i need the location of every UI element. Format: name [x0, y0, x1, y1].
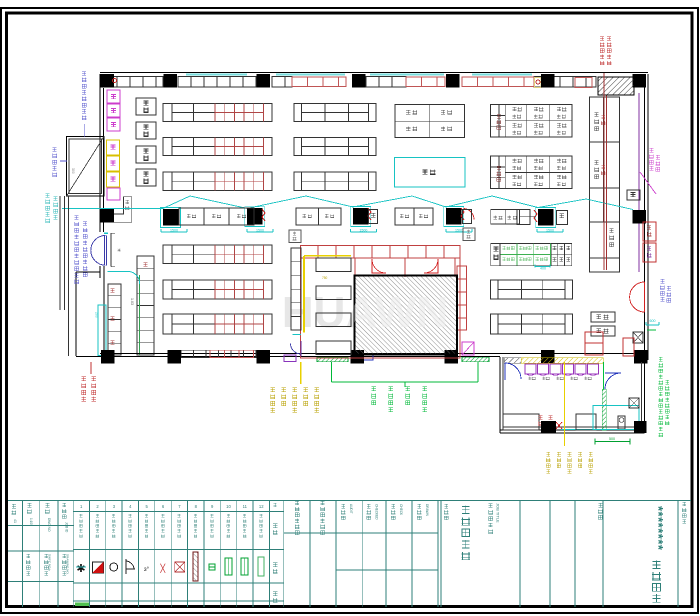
- svg-text:1500: 1500: [546, 228, 554, 232]
- svg-text:8: 8: [195, 504, 198, 509]
- svg-text:JOB ID: JOB ID: [65, 522, 69, 533]
- svg-text:JOB TITLE: JOB TITLE: [496, 503, 501, 523]
- svg-text:1: 1: [80, 504, 83, 509]
- svg-text:DRAWING NO.: DRAWING NO.: [66, 554, 70, 575]
- svg-text:HUAWN: HUAWN: [282, 288, 448, 337]
- svg-text:********: ********: [651, 506, 666, 551]
- svg-text:9: 9: [211, 504, 214, 509]
- svg-text:600: 600: [650, 319, 656, 323]
- svg-text:DWFC NO.b: DWFC NO.b: [48, 554, 52, 571]
- svg-text:1:100: 1:100: [29, 518, 33, 526]
- svg-text:CHECKED: CHECKED: [375, 504, 379, 520]
- svg-text:6: 6: [162, 504, 165, 509]
- svg-text:ɜ°: ɜ°: [144, 567, 150, 573]
- svg-text:DWG NO: DWG NO: [47, 518, 51, 532]
- svg-text:200: 200: [95, 312, 99, 318]
- svg-text:✳: ✳: [117, 248, 121, 254]
- svg-text:CHECK: CHECK: [399, 504, 403, 516]
- svg-text:5: 5: [145, 504, 148, 509]
- svg-text:4: 4: [129, 504, 132, 509]
- svg-text:✱: ✱: [76, 563, 85, 575]
- svg-text:41: 41: [13, 519, 17, 523]
- svg-text:400: 400: [540, 267, 546, 271]
- svg-text:1500: 1500: [170, 228, 178, 232]
- svg-text:11: 11: [243, 504, 248, 509]
- svg-text:1.03: 1.03: [130, 298, 134, 305]
- svg-text:750: 750: [322, 276, 328, 280]
- svg-text:3: 3: [113, 504, 116, 509]
- svg-text:1500: 1500: [455, 228, 463, 232]
- svg-text:╳: ╳: [159, 563, 166, 573]
- svg-text:DRAWN: DRAWN: [425, 504, 429, 517]
- svg-text:1500: 1500: [256, 228, 264, 232]
- svg-text:AUDIT: AUDIT: [349, 504, 353, 514]
- svg-text:12: 12: [259, 504, 264, 509]
- svg-text:500: 500: [609, 437, 615, 441]
- svg-text:10: 10: [226, 504, 231, 509]
- svg-text:2: 2: [96, 504, 99, 509]
- svg-text:1500: 1500: [359, 228, 367, 232]
- svg-text:300: 300: [71, 168, 75, 174]
- svg-text:7: 7: [178, 504, 181, 509]
